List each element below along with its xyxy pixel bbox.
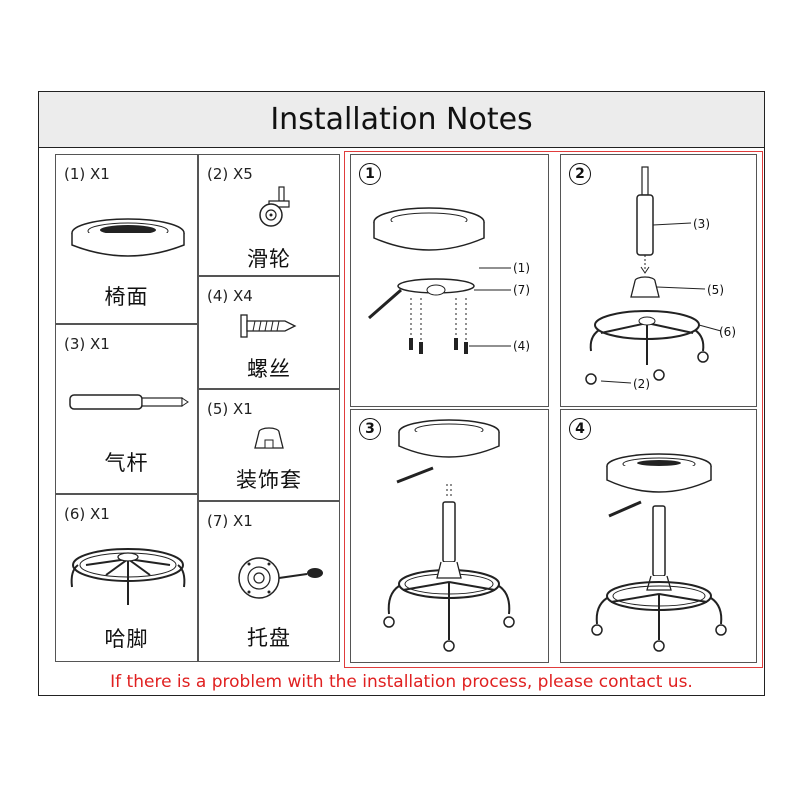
step-2-callout-3: (6) xyxy=(719,325,736,339)
screw-icon xyxy=(240,314,297,338)
step-1-callout-1: (1) xyxy=(513,261,530,275)
step-cell-4: 4 xyxy=(560,409,757,663)
decorative-sleeve-icon xyxy=(254,427,284,449)
part-cell-2: (2) X5 滑轮 xyxy=(198,154,340,276)
seat-cushion-icon xyxy=(71,218,185,257)
part-qty-1: (1) X1 xyxy=(64,165,110,183)
step-number-3: 3 xyxy=(359,418,381,440)
title-bar: Installation Notes xyxy=(39,92,764,148)
step-2-callout-4: (2) xyxy=(633,377,650,391)
step-2-callout-1: (3) xyxy=(693,217,710,231)
step-cell-2: 2 (3) (5) (6) (2) xyxy=(560,154,757,407)
part-name-7: 托盘 xyxy=(247,626,291,650)
part-name-6: 哈脚 xyxy=(104,627,149,651)
assembly-steps-frame xyxy=(344,151,763,668)
part-name-3: 气杆 xyxy=(104,451,149,475)
contact-notice: If there is a problem with the installat… xyxy=(110,672,693,692)
part-qty-7: (7) X1 xyxy=(207,512,253,530)
step-2-callout-2: (5) xyxy=(707,283,724,297)
step-2-illustration xyxy=(585,166,722,385)
part-qty-2: (2) X5 xyxy=(207,165,253,183)
caster-wheel-icon xyxy=(259,186,290,227)
base-footring-icon xyxy=(70,548,186,605)
part-cell-3: (3) X1 气杆 xyxy=(55,324,198,494)
step-number-1: 1 xyxy=(359,163,381,185)
step-cell-3: 3 xyxy=(350,409,549,663)
part-qty-4: (4) X4 xyxy=(207,287,253,305)
step-1-callout-3: (4) xyxy=(513,339,530,353)
part-name-5: 装饰套 xyxy=(236,468,302,492)
part-name-4: 螺丝 xyxy=(247,357,291,381)
step-number-4: 4 xyxy=(569,418,591,440)
page-title: Installation Notes xyxy=(270,102,533,137)
step-4-illustration xyxy=(591,453,727,652)
step-cell-1: 1 (1) (7) (4) xyxy=(350,154,549,407)
step-3-illustration xyxy=(383,419,515,652)
part-qty-6: (6) X1 xyxy=(64,505,110,523)
step-1-callout-2: (7) xyxy=(513,283,530,297)
part-name-2: 滑轮 xyxy=(247,247,291,271)
part-name-1: 椅面 xyxy=(104,285,149,309)
gas-lift-icon xyxy=(69,394,189,410)
part-cell-4: (4) X4 螺丝 xyxy=(198,276,340,389)
step-1-illustration xyxy=(368,207,511,354)
part-qty-5: (5) X1 xyxy=(207,400,253,418)
step-number-2: 2 xyxy=(569,163,591,185)
part-cell-1: (1) X1 椅面 xyxy=(55,154,198,324)
part-cell-5: (5) X1 装饰套 xyxy=(198,389,340,501)
part-qty-3: (3) X1 xyxy=(64,335,110,353)
part-cell-6: (6) X1 哈脚 xyxy=(55,494,198,662)
part-cell-7: (7) X1 托盘 xyxy=(198,501,340,662)
seat-plate-icon xyxy=(238,557,323,599)
